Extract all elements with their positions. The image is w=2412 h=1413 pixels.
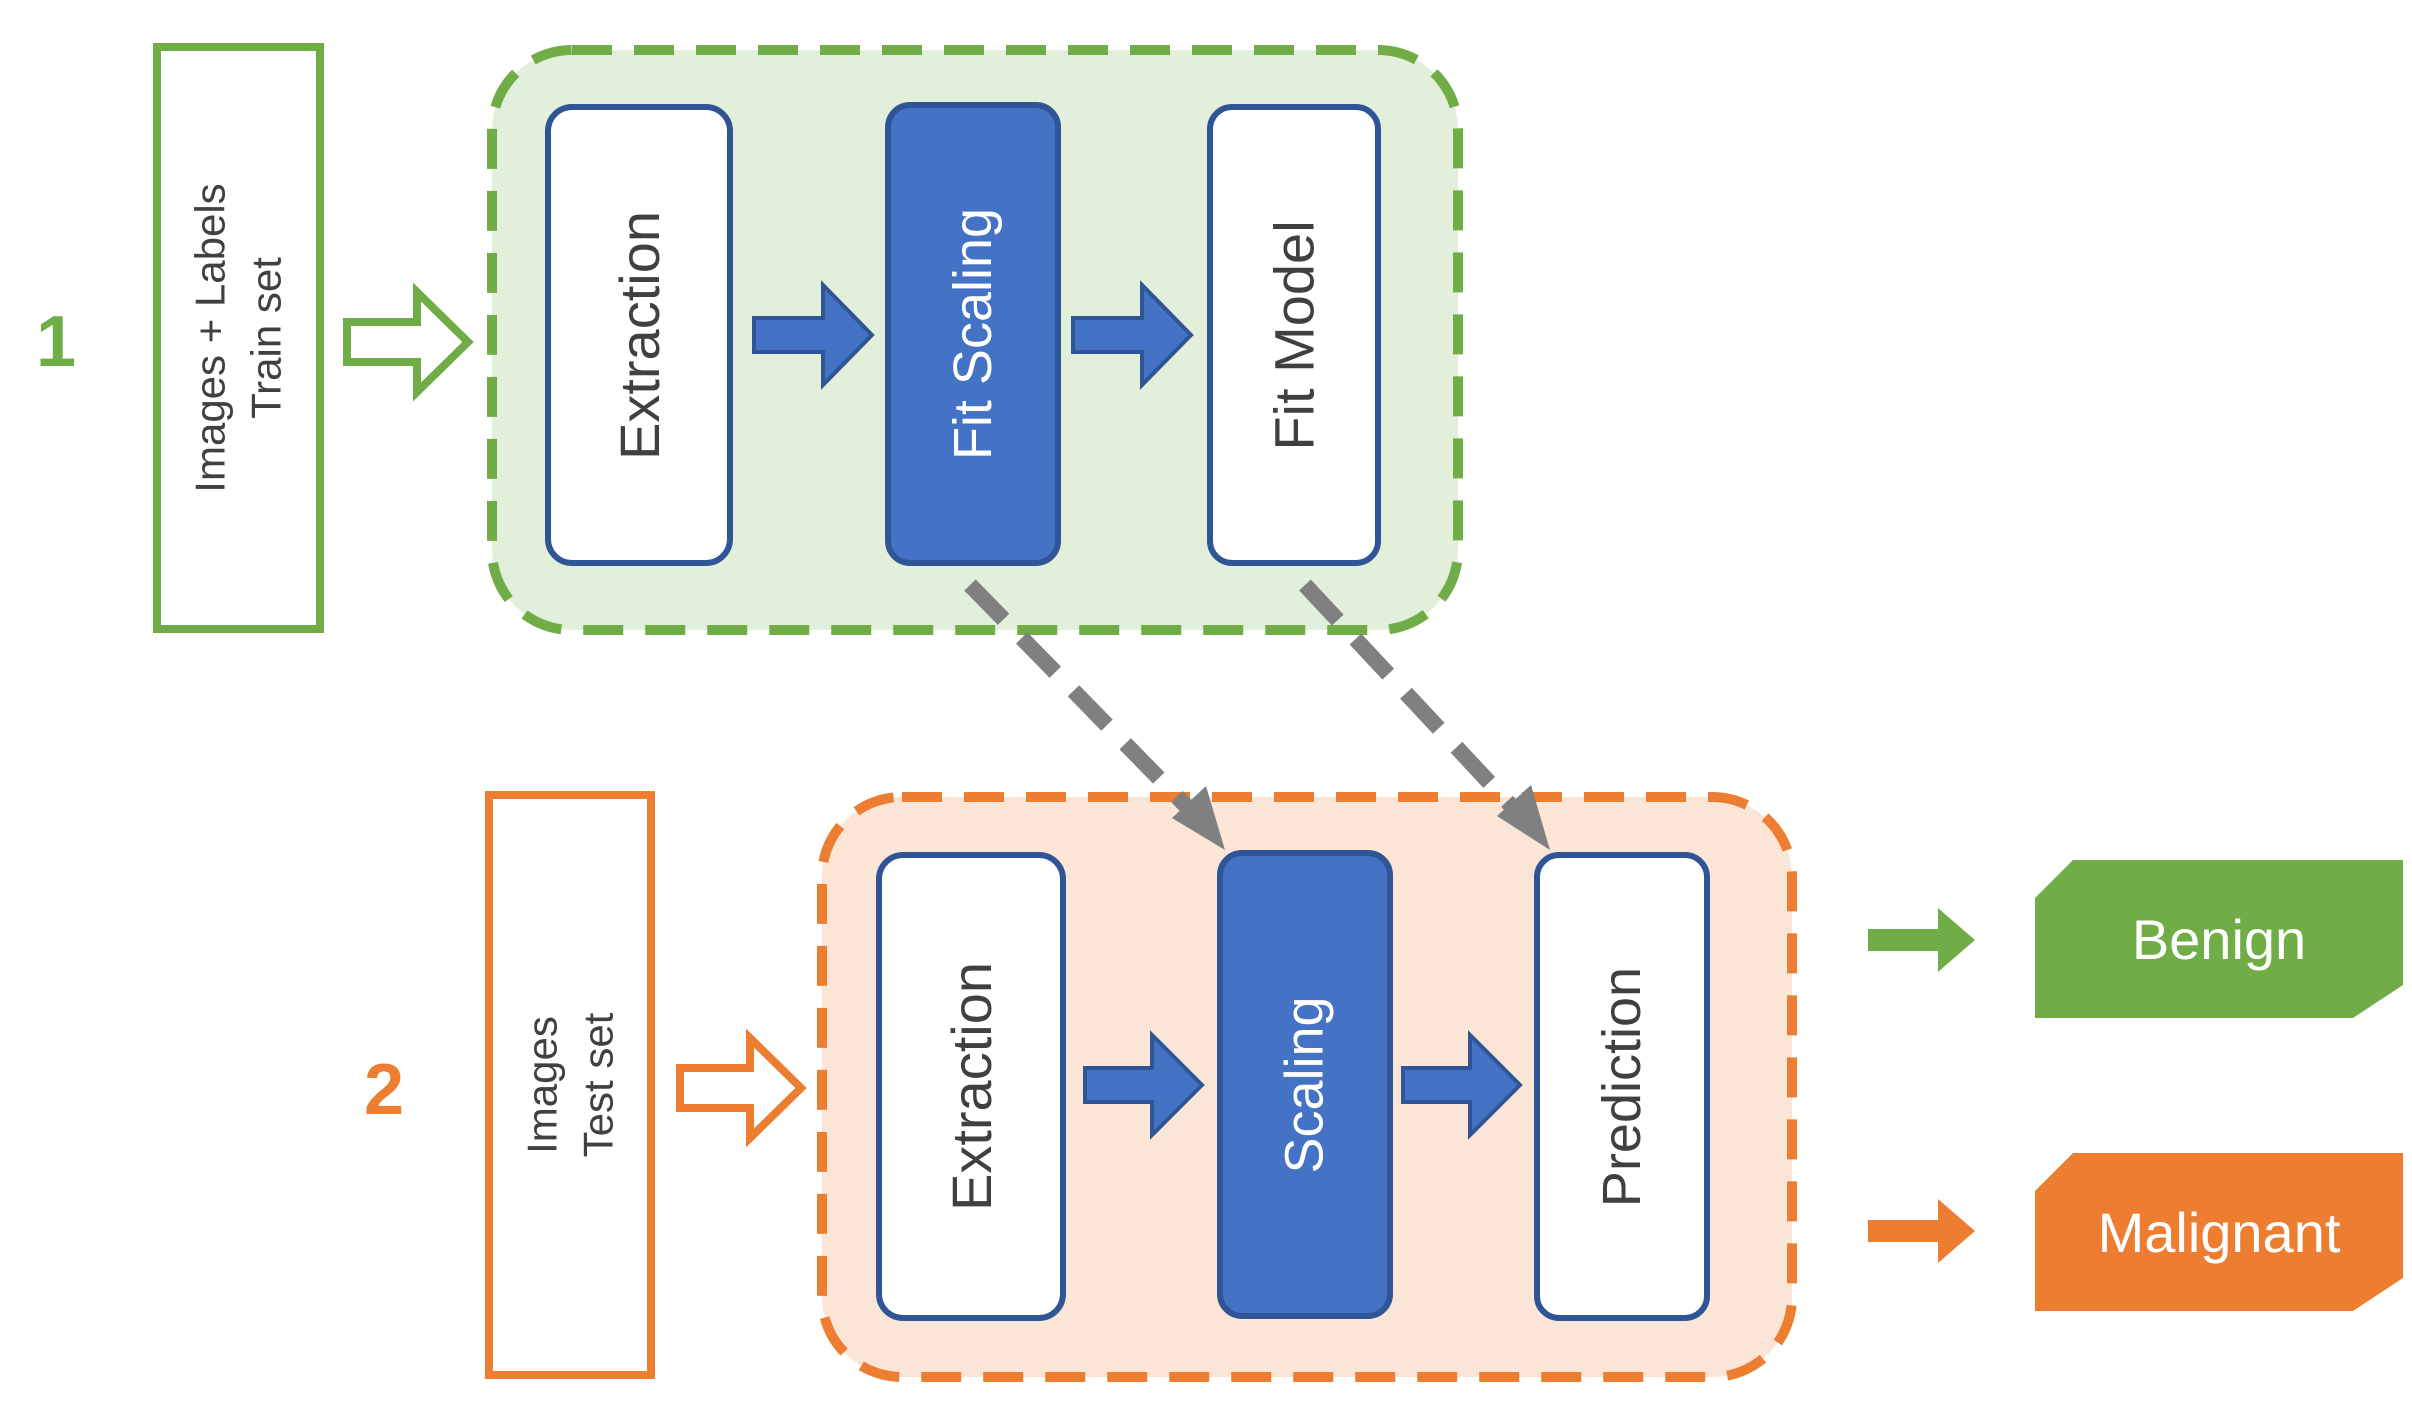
test-scaling-label-wrap: Scaling: [1220, 853, 1390, 1316]
model-transfer-arrowhead: [1497, 785, 1550, 850]
test-scaling-box: [1217, 850, 1393, 1319]
train-arrow-1: [752, 280, 875, 390]
test-extraction-label-wrap: Extraction: [879, 855, 1063, 1318]
train-input-line-2: Train set: [242, 257, 290, 419]
train-input-arrow: [343, 282, 474, 402]
test-arrow-1: [1083, 1030, 1205, 1140]
train-fit-model-label-wrap: Fit Model: [1210, 107, 1378, 563]
malignant-outcome-shape: [2035, 1153, 2403, 1311]
scaler-transfer-arrowhead: [1172, 786, 1225, 850]
testing-step-number: 2: [364, 1050, 405, 1130]
test-extraction-label: Extraction: [939, 962, 1003, 1211]
train-set-input-label: Images + Labels Train set: [157, 47, 320, 629]
train-extraction-box: [545, 104, 733, 566]
test-input-line-1: Images: [517, 1016, 565, 1154]
train-fit-scaling-label-wrap: Fit Scaling: [888, 105, 1058, 563]
test-set-input-box: [485, 791, 655, 1379]
train-input-line-1: Images + Labels: [186, 183, 234, 493]
malignant-output-arrow: [1868, 1199, 1975, 1263]
test-prediction-box: [1534, 852, 1710, 1321]
train-fit-scaling-label: Fit Scaling: [943, 207, 1004, 461]
model-transfer-dashed-line: [1299, 579, 1521, 816]
benign-outcome-shape: [2035, 860, 2403, 1018]
train-extraction-label: Extraction: [607, 210, 671, 460]
test-arrow-2: [1401, 1030, 1523, 1140]
test-prediction-label-wrap: Prediction: [1537, 855, 1707, 1318]
benign-output-arrow: [1868, 908, 1975, 972]
benign-label: Benign: [2131, 907, 2307, 971]
train-fit-scaling-box: [885, 102, 1061, 566]
train-set-input-box: [153, 43, 324, 633]
train-fit-model-box: [1207, 104, 1381, 566]
test-input-line-2: Test set: [573, 1012, 621, 1158]
test-prediction-label: Prediction: [1592, 966, 1653, 1207]
train-fit-model-label: Fit Model: [1262, 219, 1326, 451]
test-extraction-box: [876, 852, 1066, 1321]
malignant-label: Malignant: [2097, 1200, 2341, 1264]
scaler-transfer-dashed-line: [964, 579, 1196, 816]
test-scaling-label: Scaling: [1275, 995, 1336, 1174]
test-input-arrow: [676, 1028, 807, 1148]
train-extraction-label-wrap: Extraction: [548, 107, 730, 563]
training-step-number: 1: [36, 302, 77, 382]
test-set-input-label: Images Test set: [489, 795, 651, 1375]
train-arrow-2: [1071, 280, 1194, 390]
